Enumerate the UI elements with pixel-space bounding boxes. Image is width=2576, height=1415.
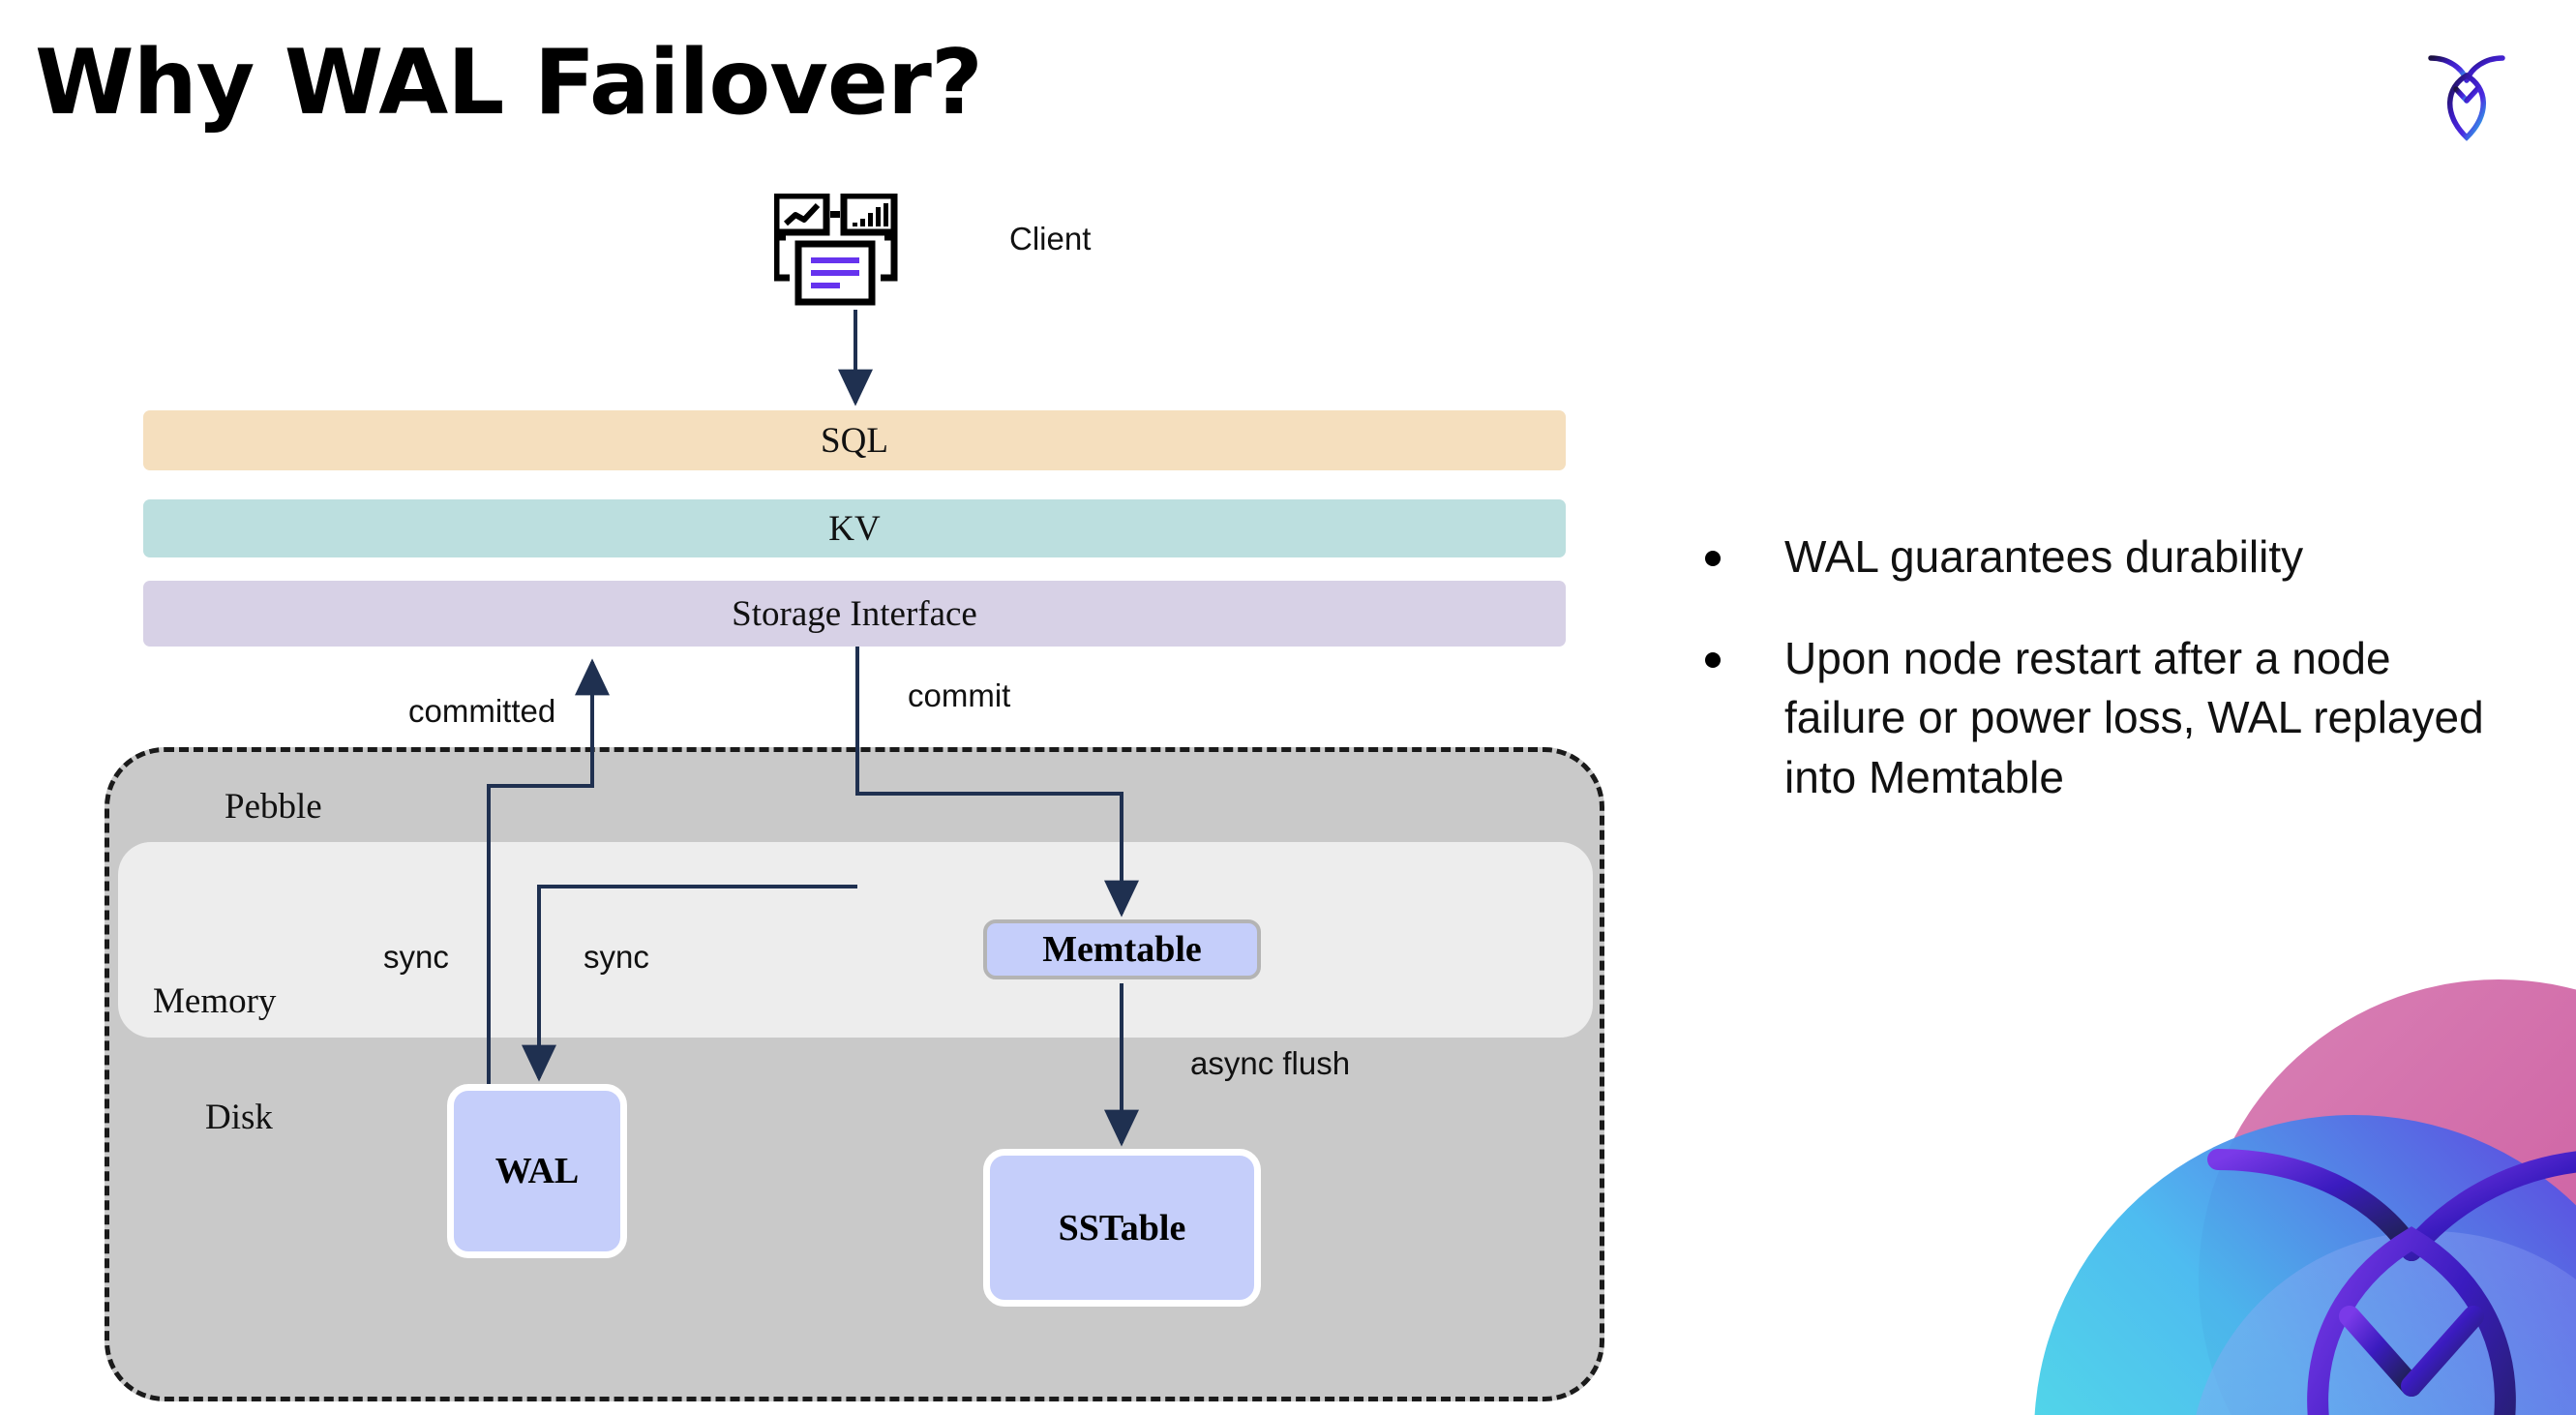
cockroach-labs-logo-icon [2413,37,2520,143]
bullet-list: WAL guarantees durability Upon node rest… [1705,527,2508,850]
bullet-text: Upon node restart after a node failure o… [1784,633,2484,802]
layer-bar-storage-interface-label: Storage Interface [732,593,977,634]
list-item: WAL guarantees durability [1705,527,2508,587]
list-item: Upon node restart after a node failure o… [1705,629,2508,807]
wal-label: WAL [494,1151,580,1191]
decorative-brand-graphic [1976,931,2576,1415]
layer-bar-kv-label: KV [828,508,881,549]
wal-box: WAL [447,1084,627,1258]
layer-bar-kv: KV [143,499,1566,557]
client-label: Client [1009,221,1092,256]
disk-label: Disk [205,1098,273,1137]
edge-label-committed: committed [408,693,556,729]
page-title: Why WAL Failover? [35,30,983,135]
edge-label-commit: commit [908,677,1011,713]
layer-bar-storage-interface: Storage Interface [143,581,1566,647]
edge-label-sync-2: sync [584,939,649,975]
client-dashboard-icon [772,192,929,310]
memory-region [118,842,1593,1038]
edge-label-sync-1: sync [383,939,449,975]
memtable-label: Memtable [1042,929,1202,970]
pebble-label: Pebble [225,787,322,827]
memory-label: Memory [153,981,277,1021]
bullet-dot-icon [1705,551,1721,566]
memtable-box: Memtable [983,919,1261,979]
layer-bar-sql-label: SQL [821,420,888,461]
bullet-dot-icon [1705,652,1721,669]
bullet-text: WAL guarantees durability [1784,531,2304,582]
edge-label-async-flush: async flush [1190,1045,1351,1081]
layer-bar-sql: SQL [143,410,1566,470]
sstable-label: SSTable [1058,1207,1186,1249]
sstable-box: SSTable [983,1149,1261,1307]
